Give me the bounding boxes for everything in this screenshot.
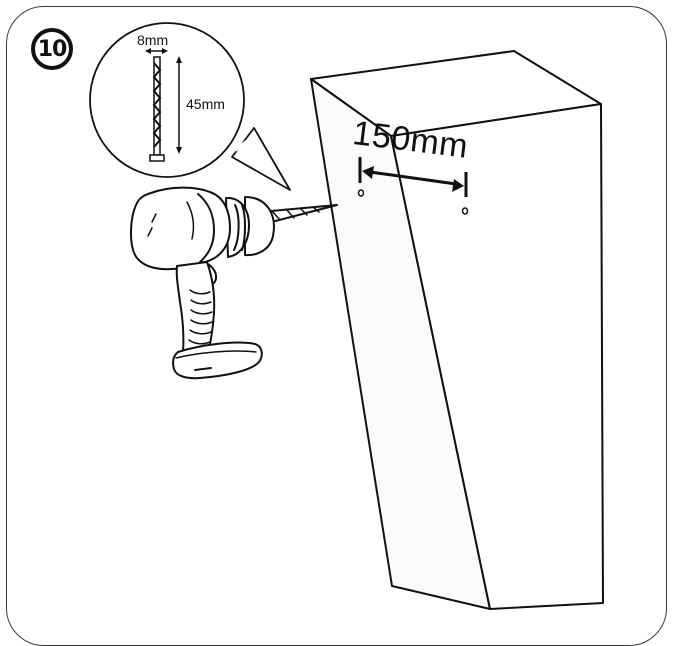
drill-icon [130,186,338,380]
drill-bit-callout [89,22,291,191]
bit-depth-dimension [176,56,182,154]
bit-width-dimension [145,48,168,54]
dimension-arrow-right [452,179,464,192]
step-number-badge: 10 [31,28,73,70]
wall-block [310,50,604,610]
callout-join-mask [233,137,253,152]
hole-marker [461,207,469,215]
callout-pointer [231,127,291,191]
hole-marker [357,189,365,197]
hole-spacing-dimension [358,157,468,197]
illustration [89,22,604,610]
bit-depth-label: 45mm [186,96,225,112]
dimension-line [369,170,457,186]
drill-holes [357,189,469,215]
instruction-page: 10 8mm 45mm 150mm [6,6,667,646]
callout-circle [89,22,245,178]
wall-front-face [390,103,604,610]
drill-bit-icon [149,56,165,162]
dimension-arrow-left [362,166,374,179]
bit-width-label: 8mm [137,32,169,48]
